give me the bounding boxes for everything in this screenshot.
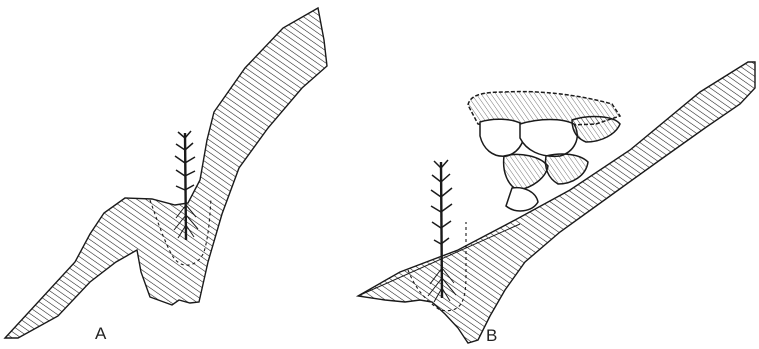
panel-b (358, 62, 755, 343)
panel-a (5, 8, 327, 338)
panel-label-a: A (95, 324, 107, 344)
soil-band-a (5, 8, 327, 338)
panel-label-b: B (486, 326, 498, 346)
